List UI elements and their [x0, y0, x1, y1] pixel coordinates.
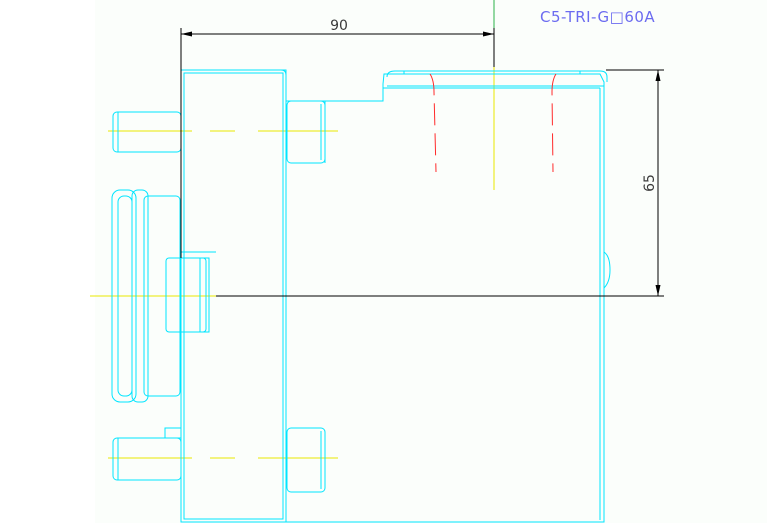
side-nub — [603, 251, 611, 289]
upper-pocket — [286, 100, 326, 164]
part-number-label: C5-TRI-G□60A — [540, 8, 655, 26]
height-dimension-label: 65 — [642, 174, 658, 192]
shaft-boss — [165, 257, 207, 333]
hidden-lines — [429, 73, 557, 173]
drawing-sheet — [95, 0, 767, 523]
lower-pocket — [286, 427, 326, 493]
center-lines — [90, 0, 495, 459]
dimension-lines — [180, 28, 664, 297]
lower-bolt — [112, 437, 182, 481]
left-cylinder — [111, 189, 137, 403]
upper-bolt — [112, 111, 182, 153]
width-dimension-label: 90 — [330, 18, 348, 34]
dimension-arrows — [181, 31, 661, 296]
main-body — [285, 73, 605, 523]
